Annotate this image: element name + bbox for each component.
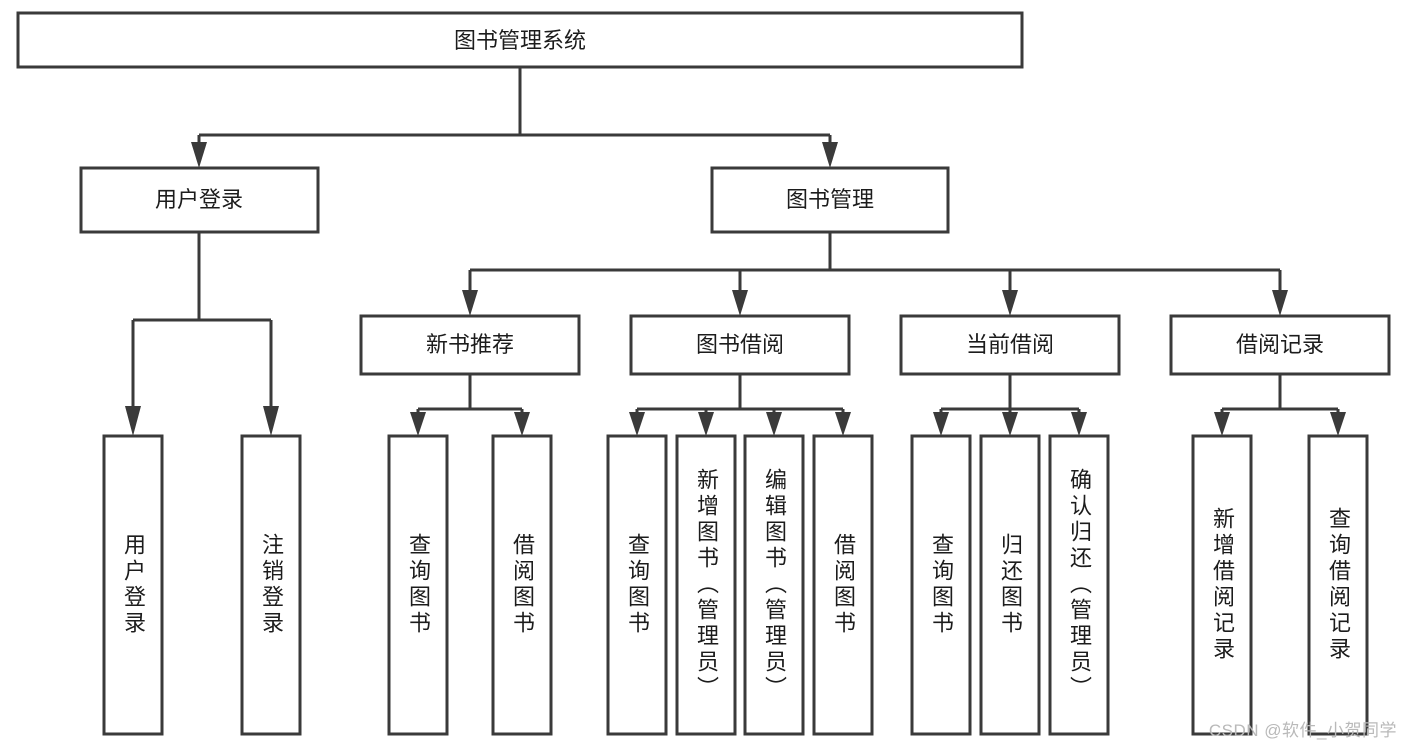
node-root[interactable]: 图书管理系统 — [16, 11, 1024, 69]
node-current-borrow-label: 当前借阅 — [966, 332, 1054, 357]
arrowhead-add-record — [1214, 412, 1230, 436]
node-l4-return-book-box[interactable] — [979, 434, 1041, 736]
node-l4-add-record-box[interactable] — [1191, 434, 1253, 736]
node-current-borrow-box[interactable] — [899, 314, 1121, 376]
node-l4-add-book-box[interactable] — [675, 434, 737, 736]
arrowhead-query-book-b — [629, 412, 645, 436]
arrowhead-add-book — [698, 412, 714, 436]
node-l4-query-book-a-box[interactable] — [387, 434, 449, 736]
node-book-manage-label: 图书管理 — [786, 187, 874, 212]
arrowhead-confirm-return — [1071, 412, 1087, 436]
node-book-borrow[interactable]: 图书借阅 — [629, 314, 851, 376]
node-l4-confirm-return-box[interactable] — [1048, 434, 1110, 736]
node-root-box[interactable] — [16, 11, 1024, 69]
node-l4-query-book-b-box[interactable] — [606, 434, 668, 736]
node-l4-borrow-book-b-box[interactable] — [812, 434, 874, 736]
watermark-text: CSDN @软件_小贺同学 — [1208, 721, 1397, 740]
node-user-login-box[interactable] — [79, 166, 320, 234]
arrowhead-edit-book — [766, 412, 782, 436]
arrowhead-borrow-book-a — [514, 412, 530, 436]
arrowhead-current-borrow — [1002, 290, 1018, 316]
arrowhead-new-book-rec — [462, 290, 478, 316]
node-l4-query-record-box[interactable] — [1307, 434, 1369, 736]
node-book-manage-box[interactable] — [710, 166, 950, 234]
node-root-label: 图书管理系统 — [454, 28, 586, 53]
arrowhead-query-book-a — [410, 412, 426, 436]
node-l4-logout-login-box[interactable] — [240, 434, 302, 736]
arrowhead-l4-logout-login — [263, 406, 279, 436]
node-new-book-rec-label: 新书推荐 — [426, 332, 514, 357]
node-borrow-record-label: 借阅记录 — [1236, 332, 1324, 357]
arrowhead-borrow-book-b — [835, 412, 851, 436]
edge-group — [125, 67, 1346, 436]
node-borrow-record[interactable]: 借阅记录 — [1169, 314, 1391, 376]
node-book-manage[interactable]: 图书管理 — [710, 166, 950, 234]
node-l4-edit-book-box[interactable] — [743, 434, 805, 736]
node-borrow-record-box[interactable] — [1169, 314, 1391, 376]
node-book-borrow-label: 图书借阅 — [696, 332, 784, 357]
node-book-borrow-box[interactable] — [629, 314, 851, 376]
arrowhead-user-login — [191, 142, 207, 168]
node-l4-query-book-c-box[interactable] — [910, 434, 972, 736]
node-user-login-label: 用户登录 — [155, 187, 243, 212]
node-l4-borrow-book-a-box[interactable] — [491, 434, 553, 736]
node-l4-user-login-box[interactable] — [102, 434, 164, 736]
arrowhead-l4-user-login — [125, 406, 141, 436]
node-new-book-rec-box[interactable] — [359, 314, 581, 376]
node-current-borrow[interactable]: 当前借阅 — [899, 314, 1121, 376]
node-user-login[interactable]: 用户登录 — [79, 166, 320, 234]
arrowhead-query-book-c — [933, 412, 949, 436]
arrowhead-borrow-record — [1272, 290, 1288, 316]
arrowhead-return-book — [1002, 412, 1018, 436]
node-new-book-rec[interactable]: 新书推荐 — [359, 314, 581, 376]
arrowhead-book-manage — [822, 142, 838, 168]
arrowhead-query-record — [1330, 412, 1346, 436]
arrowhead-book-borrow — [732, 290, 748, 316]
